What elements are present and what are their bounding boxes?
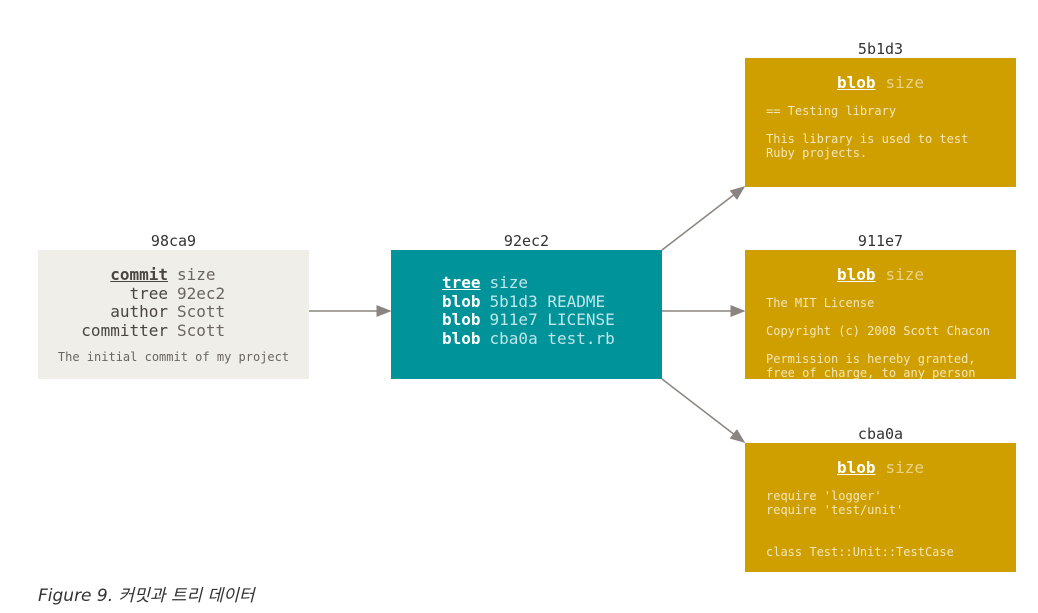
blob-content-line: == Testing library xyxy=(766,104,897,118)
blob-type: blob xyxy=(836,458,876,477)
blob-content-line: class Test::Unit::TestCase xyxy=(766,545,954,559)
tree-key: blob xyxy=(442,291,481,311)
blob-content-line: Permission is hereby granted, xyxy=(766,352,976,366)
blob-size: size xyxy=(885,73,925,92)
blob-type: blob xyxy=(836,73,876,92)
blob-object: blob size == Testing library This library … xyxy=(745,58,1016,187)
blob-id: 911e7 xyxy=(857,232,904,250)
blob-content-line: Ruby projects. xyxy=(766,146,868,160)
tree-object: tree size blob 5b1d3 README blob 911e7 LICE… xyxy=(391,250,662,379)
tree-value: cba0a test.rb xyxy=(489,328,615,348)
arrow-tree-blob1 xyxy=(661,186,746,251)
tree-value: 5b1d3 README xyxy=(489,291,606,311)
tree-value: 911e7 LICENSE xyxy=(489,310,615,329)
commit-key: committer xyxy=(81,320,168,340)
arrow-tree-blob3 xyxy=(661,378,746,443)
blob-content-line xyxy=(745,118,1016,132)
blob-content-line xyxy=(745,531,1016,545)
blob-content-line xyxy=(745,517,1016,531)
blob-content-line: free of charge, to any person xyxy=(766,366,976,379)
blob-content-line xyxy=(745,310,1016,324)
commit-value: size xyxy=(177,265,216,284)
tree-key: tree xyxy=(442,273,481,292)
commit-key: tree xyxy=(129,283,168,303)
figure-caption: Figure 9. 커밋과 트리 데이터 xyxy=(38,586,255,606)
commit-value: 92ec2 xyxy=(177,283,226,303)
blob-content-line xyxy=(745,338,1016,352)
tree-key: blob xyxy=(442,328,481,348)
blob-size: size xyxy=(885,265,925,284)
blob-content-line: Copyright (c) 2008 Scott Chacon xyxy=(766,324,990,338)
tree-key: blob xyxy=(442,310,481,329)
tree-value: size xyxy=(489,273,529,292)
blob-content-line: This library is used to test xyxy=(766,132,969,146)
commit-key: commit xyxy=(110,265,168,284)
commit-key: author xyxy=(110,302,168,321)
tree-id: 92ec2 xyxy=(503,232,550,250)
commit-value: Scott xyxy=(177,302,226,321)
commit-id: 98ca9 xyxy=(150,232,197,250)
blob-content-line: require 'test/unit' xyxy=(766,503,904,517)
commit-value: Scott xyxy=(177,320,226,340)
blob-id: 5b1d3 xyxy=(857,40,904,58)
blob-size: size xyxy=(885,458,925,477)
blob-id: cba0a xyxy=(857,425,904,443)
blob-content-line: The MIT License xyxy=(766,296,875,310)
commit-message: The initial commit of my project xyxy=(57,350,290,364)
blob-type: blob xyxy=(836,265,876,284)
blob-content-line: require 'logger' xyxy=(766,489,882,503)
